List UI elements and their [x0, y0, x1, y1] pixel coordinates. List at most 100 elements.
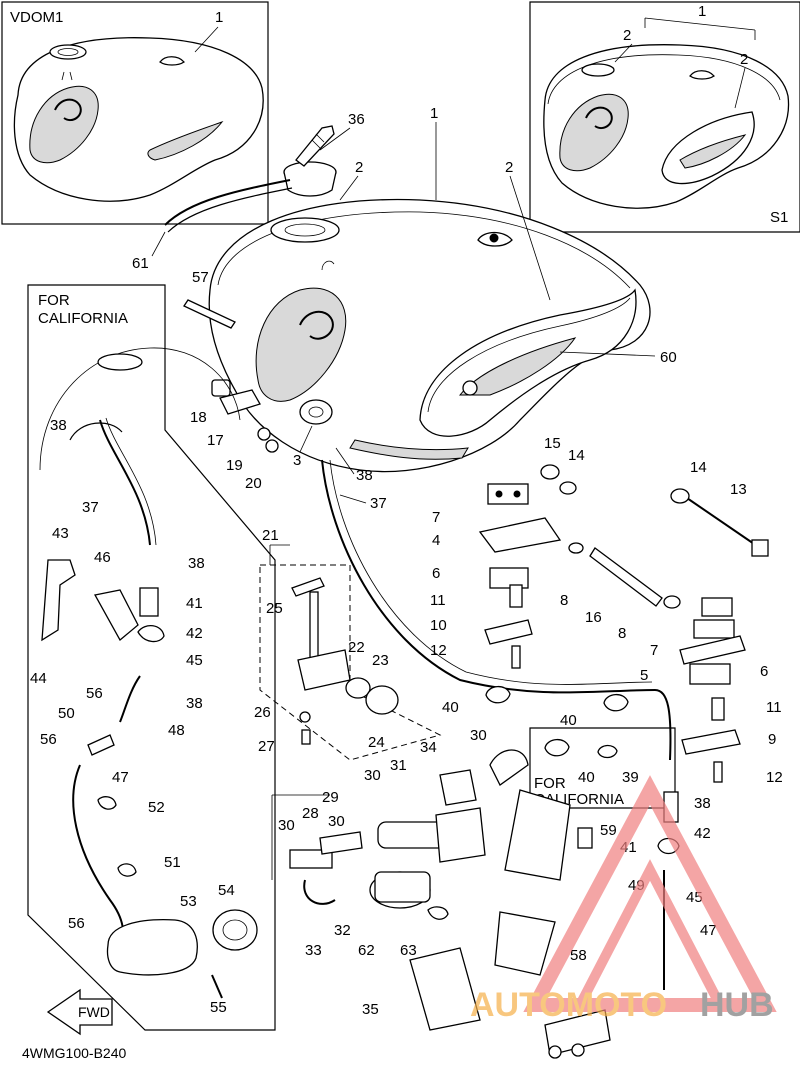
callout-47: 47	[700, 922, 717, 939]
pump-bracket	[504, 789, 571, 881]
callout-3: 3	[293, 452, 301, 469]
callout-5: 5	[640, 667, 648, 684]
callout-11: 11	[430, 592, 446, 609]
forward-arrow: FWD	[46, 988, 113, 1036]
fuel-cock	[297, 649, 351, 691]
callout-40: 40	[442, 699, 459, 716]
watermark: AUTOMOTO HUB	[470, 775, 777, 1024]
variant-box-s1: S1	[529, 1, 800, 233]
callout-38: 38	[694, 795, 711, 812]
callout-4: 4	[432, 532, 440, 549]
california-small-label-line1: FOR	[534, 775, 566, 792]
callout-25: 25	[266, 600, 283, 617]
callout-52: 52	[148, 799, 165, 816]
variant-label-vdom1: VDOM1	[10, 9, 63, 26]
callout-7: 7	[650, 642, 658, 659]
callout-45: 45	[186, 652, 203, 669]
california-label-line1: FOR	[38, 292, 70, 309]
breather-hose	[164, 179, 291, 226]
callout-50: 50	[58, 705, 75, 722]
mount-brackets	[478, 464, 769, 783]
callout-8: 8	[618, 625, 626, 642]
main-fuel-tank	[208, 198, 651, 473]
variant-box-vdom1: VDOM1	[1, 1, 269, 225]
callout-7: 7	[432, 509, 440, 526]
callout-43: 43	[52, 525, 69, 542]
callout-32: 32	[334, 922, 351, 939]
callout-38: 38	[188, 555, 205, 572]
callout-63: 63	[400, 942, 417, 959]
callout-19: 19	[226, 457, 243, 474]
fuel-cap	[283, 125, 337, 197]
callout-37: 37	[370, 495, 387, 512]
callout-15: 15	[544, 435, 561, 452]
callout-36: 36	[348, 111, 365, 128]
callout-55: 55	[210, 999, 227, 1016]
callout-29: 29	[322, 789, 339, 806]
callout-10: 10	[430, 617, 447, 634]
callout-38: 38	[356, 467, 373, 484]
callout-26: 26	[254, 704, 271, 721]
watermark-text-hub: HUB	[700, 986, 774, 1024]
callout-1: 1	[215, 9, 223, 26]
charcoal-valve	[139, 587, 159, 617]
callout-58: 58	[570, 947, 587, 964]
variant-label-s1: S1	[770, 209, 788, 226]
callout-12: 12	[430, 642, 447, 659]
callout-60: 60	[660, 349, 677, 366]
callout-9: 9	[768, 731, 776, 748]
callout-20: 20	[245, 475, 262, 492]
callout-56: 56	[68, 915, 85, 932]
california-tank-outline	[39, 347, 241, 471]
callout-27: 27	[258, 738, 275, 755]
callout-56: 56	[86, 685, 103, 702]
callout-24: 24	[368, 734, 385, 751]
callout-57: 57	[192, 269, 209, 286]
watermark-text-auto: AUTOMOTO	[470, 986, 667, 1024]
callout-34: 34	[420, 739, 437, 756]
battery-cover	[409, 947, 481, 1031]
forward-label: FWD	[78, 1004, 110, 1020]
callout-40: 40	[560, 712, 577, 729]
callout-12: 12	[766, 769, 783, 786]
callout-44: 44	[30, 670, 47, 687]
callout-28: 28	[302, 805, 319, 822]
fuel-hose-main	[321, 459, 672, 761]
callout-2: 2	[505, 159, 513, 176]
callout-38: 38	[50, 417, 67, 434]
callout-54: 54	[218, 882, 235, 899]
charcoal-canister	[106, 919, 198, 976]
callout-30: 30	[278, 817, 295, 834]
california-label-line2: CALIFORNIA	[38, 310, 128, 327]
callout-1: 1	[430, 105, 438, 122]
callout-39: 39	[622, 769, 639, 786]
callout-33: 33	[305, 942, 322, 959]
tank-rod	[183, 299, 236, 329]
tank-emblem	[458, 337, 577, 396]
callout-59: 59	[600, 822, 617, 839]
callout-6: 6	[760, 663, 768, 680]
callout-2: 2	[623, 27, 631, 44]
callout-40: 40	[578, 769, 595, 786]
callout-11: 11	[766, 699, 782, 716]
callout-31: 31	[390, 757, 407, 774]
callout-23: 23	[372, 652, 389, 669]
callout-14: 14	[690, 459, 707, 476]
callout-1: 1	[698, 3, 706, 20]
callout-56: 56	[40, 731, 57, 748]
callout-46: 46	[94, 549, 111, 566]
callout-62: 62	[358, 942, 375, 959]
callout-61: 61	[132, 255, 149, 272]
callout-22: 22	[348, 639, 365, 656]
callout-42: 42	[186, 625, 203, 642]
callout-30: 30	[470, 727, 487, 744]
callout-2: 2	[355, 159, 363, 176]
callout-51: 51	[164, 854, 181, 871]
callout-30: 30	[328, 813, 345, 830]
callout-48: 48	[168, 722, 185, 739]
callout-18: 18	[190, 409, 207, 426]
variant-box-frame	[529, 1, 800, 233]
callout-8: 8	[560, 592, 568, 609]
